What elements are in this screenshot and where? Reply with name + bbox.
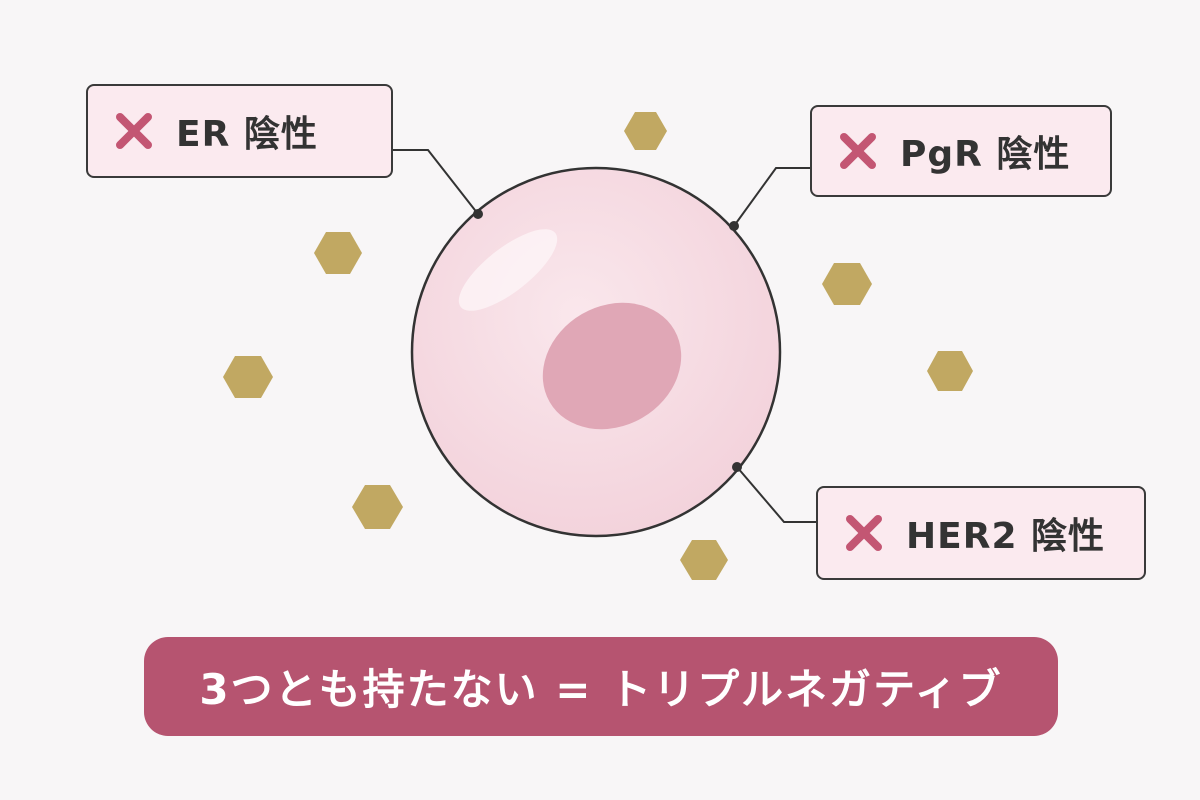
x-icon	[840, 133, 876, 169]
cell-nucleus	[542, 302, 682, 430]
hexagon-icon	[624, 112, 667, 150]
hexagon-icon	[680, 540, 728, 580]
hexagon-icon	[223, 356, 273, 398]
pgr-negative-label: PgR 陰性	[810, 105, 1112, 197]
connector-pgr	[733, 167, 810, 227]
er-label-text: ER 陰性	[176, 114, 318, 155]
x-icon	[846, 515, 882, 551]
connector-er	[393, 149, 479, 215]
receptor-dot-pgr	[729, 221, 739, 231]
hexagon-icon	[927, 351, 973, 391]
cell-highlight	[458, 229, 558, 311]
x-icon	[116, 113, 152, 149]
hexagon-icon	[822, 263, 872, 305]
hexagon-icon	[352, 485, 403, 529]
her2-label-text: HER2 陰性	[906, 516, 1106, 557]
connector-lines	[393, 149, 816, 523]
hexagon-molecules	[223, 112, 973, 580]
her2-negative-label: HER2 陰性	[816, 486, 1146, 580]
hexagon-icon	[314, 232, 362, 274]
receptor-dot-er	[473, 209, 483, 219]
connector-her2	[736, 466, 816, 523]
pgr-label-text: PgR 陰性	[900, 134, 1071, 175]
er-negative-label: ER 陰性	[86, 84, 393, 178]
receptor-dots	[473, 209, 742, 472]
cell	[410, 166, 782, 538]
summary-banner: 3つとも持たない = トリプルネガティブ	[144, 637, 1058, 736]
receptor-dot-her2	[732, 462, 742, 472]
